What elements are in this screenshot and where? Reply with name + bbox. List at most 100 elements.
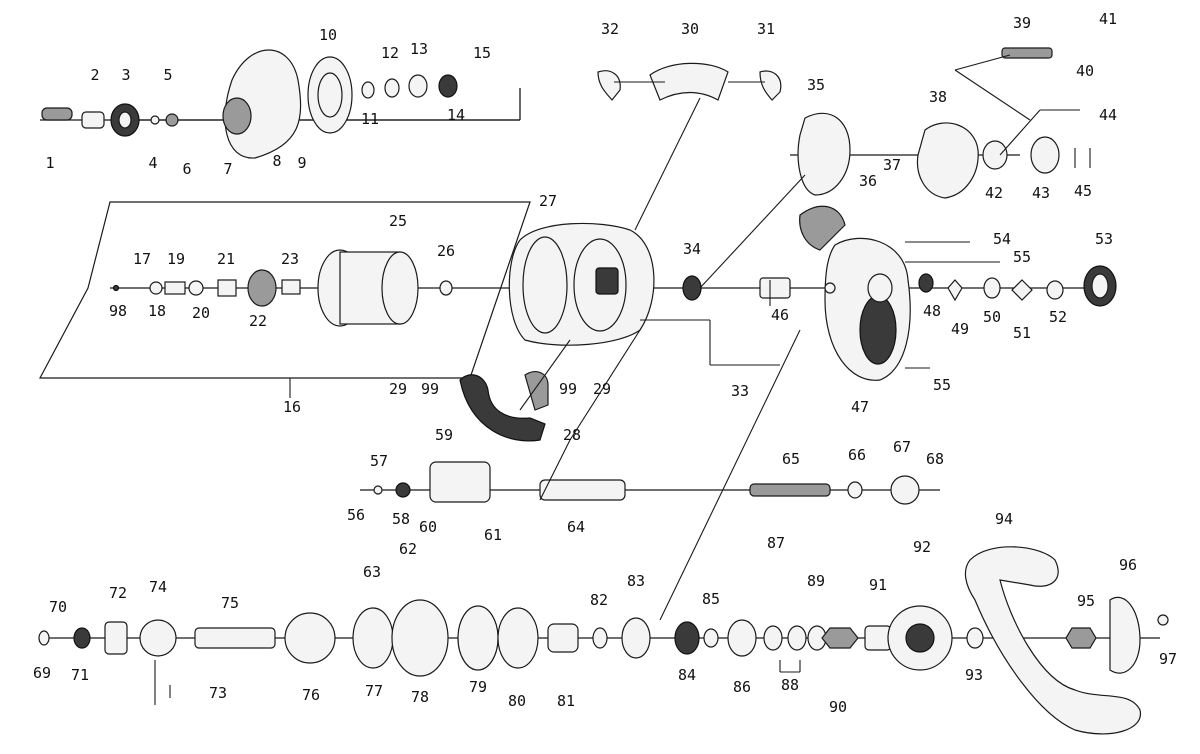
callout-29: 29 bbox=[593, 380, 611, 398]
callout-18: 18 bbox=[148, 302, 166, 320]
callout-47: 47 bbox=[851, 398, 869, 416]
callout-9: 9 bbox=[297, 154, 306, 172]
callout-78: 78 bbox=[411, 688, 429, 706]
callout-74: 74 bbox=[149, 578, 167, 596]
callout-80: 80 bbox=[508, 692, 526, 710]
callout-90: 90 bbox=[829, 698, 847, 716]
callout-55: 55 bbox=[933, 376, 951, 394]
callout-33: 33 bbox=[731, 382, 749, 400]
callout-84: 84 bbox=[678, 666, 696, 684]
callout-11: 11 bbox=[361, 110, 379, 128]
side-plate-part bbox=[222, 49, 353, 159]
callout-99: 99 bbox=[559, 380, 577, 398]
callout-14: 14 bbox=[447, 106, 465, 124]
callout-93: 93 bbox=[965, 666, 983, 684]
callout-21: 21 bbox=[217, 250, 235, 268]
callout-1: 1 bbox=[45, 154, 54, 172]
callout-53: 53 bbox=[1095, 230, 1113, 248]
callout-65: 65 bbox=[782, 450, 800, 468]
callout-30: 30 bbox=[681, 20, 699, 38]
callout-56: 56 bbox=[347, 506, 365, 524]
callout-2: 2 bbox=[90, 66, 99, 84]
callout-5: 5 bbox=[163, 66, 172, 84]
callout-16: 16 bbox=[283, 398, 301, 416]
drive-train-parts bbox=[38, 596, 1169, 677]
callout-3: 3 bbox=[121, 66, 130, 84]
callout-34: 34 bbox=[683, 240, 701, 258]
leader-lines bbox=[154, 54, 1091, 705]
handle-part bbox=[964, 546, 1141, 735]
callout-62: 62 bbox=[399, 540, 417, 558]
callout-87: 87 bbox=[767, 534, 785, 552]
callout-58: 58 bbox=[392, 510, 410, 528]
callout-31: 31 bbox=[757, 20, 775, 38]
callout-86: 86 bbox=[733, 678, 751, 696]
mech-plate-parts bbox=[797, 47, 1060, 251]
callout-63: 63 bbox=[363, 563, 381, 581]
callout-22: 22 bbox=[249, 312, 267, 330]
callout-40: 40 bbox=[1076, 62, 1094, 80]
callout-32: 32 bbox=[601, 20, 619, 38]
callout-25: 25 bbox=[389, 212, 407, 230]
callout-12: 12 bbox=[381, 44, 399, 62]
spool-parts bbox=[112, 249, 453, 327]
callout-19: 19 bbox=[167, 250, 185, 268]
callout-88: 88 bbox=[781, 676, 799, 694]
top-left-small-parts bbox=[41, 74, 458, 137]
callout-95: 95 bbox=[1077, 592, 1095, 610]
callout-91: 91 bbox=[869, 576, 887, 594]
spool-assembly-box bbox=[39, 201, 531, 379]
callout-43: 43 bbox=[1032, 184, 1050, 202]
callout-69: 69 bbox=[33, 664, 51, 682]
callout-39: 39 bbox=[1013, 14, 1031, 32]
callout-49: 49 bbox=[951, 320, 969, 338]
callout-81: 81 bbox=[557, 692, 575, 710]
callout-6: 6 bbox=[182, 160, 191, 178]
callout-97: 97 bbox=[1159, 650, 1177, 668]
level-wind-parts bbox=[373, 461, 920, 505]
callout-57: 57 bbox=[370, 452, 388, 470]
callout-67: 67 bbox=[893, 438, 911, 456]
callout-99: 99 bbox=[421, 380, 439, 398]
callout-45: 45 bbox=[1074, 182, 1092, 200]
callout-98: 98 bbox=[109, 302, 127, 320]
callout-13: 13 bbox=[410, 40, 428, 58]
callout-38: 38 bbox=[929, 88, 947, 106]
callout-27: 27 bbox=[539, 192, 557, 210]
callout-36: 36 bbox=[859, 172, 877, 190]
callout-51: 51 bbox=[1013, 324, 1031, 342]
callout-73: 73 bbox=[209, 684, 227, 702]
callout-15: 15 bbox=[473, 44, 491, 62]
callout-60: 60 bbox=[419, 518, 437, 536]
callout-29: 29 bbox=[389, 380, 407, 398]
callout-89: 89 bbox=[807, 572, 825, 590]
callout-4: 4 bbox=[148, 154, 157, 172]
callout-44: 44 bbox=[1099, 106, 1117, 124]
callout-61: 61 bbox=[484, 526, 502, 544]
callout-7: 7 bbox=[223, 160, 232, 178]
callout-82: 82 bbox=[590, 591, 608, 609]
callout-64: 64 bbox=[567, 518, 585, 536]
trigger-part bbox=[459, 371, 549, 442]
callout-72: 72 bbox=[109, 584, 127, 602]
callout-50: 50 bbox=[983, 308, 1001, 326]
callout-20: 20 bbox=[192, 304, 210, 322]
callout-66: 66 bbox=[848, 446, 866, 464]
callout-8: 8 bbox=[272, 152, 281, 170]
callout-26: 26 bbox=[437, 242, 455, 260]
top-cover-parts bbox=[597, 62, 782, 101]
callout-85: 85 bbox=[702, 590, 720, 608]
callout-94: 94 bbox=[995, 510, 1013, 528]
callout-28: 28 bbox=[563, 426, 581, 444]
callout-37: 37 bbox=[883, 156, 901, 174]
callout-42: 42 bbox=[985, 184, 1003, 202]
callout-83: 83 bbox=[627, 572, 645, 590]
callout-52: 52 bbox=[1049, 308, 1067, 326]
callout-10: 10 bbox=[319, 26, 337, 44]
callout-96: 96 bbox=[1119, 556, 1137, 574]
callout-55: 55 bbox=[1013, 248, 1031, 266]
callout-76: 76 bbox=[302, 686, 320, 704]
